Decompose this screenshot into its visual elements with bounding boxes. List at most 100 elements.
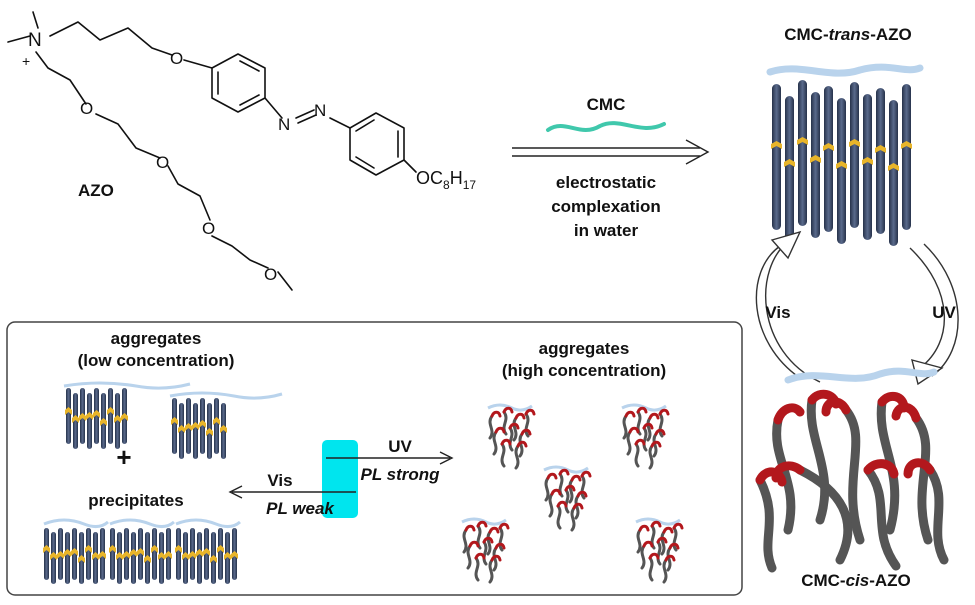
azo-rod — [117, 532, 122, 584]
cis-azo-tail — [648, 444, 654, 470]
cis-azo-head — [516, 440, 528, 448]
cis-azo-tail — [466, 544, 472, 570]
cis-azo-tail — [580, 474, 586, 500]
azo-linker — [130, 549, 137, 557]
cis-azo-tail — [622, 414, 628, 440]
azo-linker — [196, 549, 203, 557]
vis-curve — [765, 239, 821, 383]
azo-linker — [109, 545, 116, 553]
peg-oxygen-3: O — [202, 219, 215, 238]
azo-nitrogen-2: N — [314, 101, 326, 120]
azo-linker — [823, 143, 834, 151]
azo-rod — [72, 528, 77, 580]
vis-switch-label: Vis — [765, 303, 790, 322]
azo-rod — [44, 528, 49, 580]
cis-azo-head — [755, 467, 787, 487]
cis-azo-tail — [642, 426, 648, 452]
cmc-cloud — [461, 517, 507, 526]
butyl-chain — [49, 21, 173, 56]
cis-azo-tail — [672, 526, 678, 552]
cis-azo-head — [502, 406, 514, 414]
cis-azo-head — [636, 406, 648, 414]
azo-linker — [175, 545, 182, 553]
cis-azo-tail — [486, 530, 492, 556]
azo-linker — [158, 552, 165, 560]
azo-rod — [193, 403, 198, 459]
cis-azo-head — [524, 408, 536, 416]
cis-azo-head — [662, 526, 674, 534]
condition-line-1: electrostatic — [556, 173, 656, 192]
cis-azo-head — [572, 502, 584, 510]
cis-azo-head — [500, 438, 512, 446]
cis-azo-head — [672, 522, 684, 530]
cis-azo-tail — [556, 504, 562, 530]
azo-linker — [137, 548, 144, 556]
azo-linker — [862, 157, 873, 165]
cis-azo-tail — [462, 528, 468, 554]
azo-linker — [185, 423, 192, 431]
azo-rod — [65, 532, 70, 584]
azo-rod — [179, 403, 184, 459]
phenyl-ring-left — [211, 53, 266, 113]
azo-linker — [901, 141, 912, 149]
cis-azo-head — [482, 536, 494, 544]
vis-arrow-icon — [228, 485, 243, 499]
azo-linker — [836, 161, 847, 169]
cmc-cloud — [487, 403, 533, 412]
cis-azo-tail — [492, 546, 498, 572]
cis-azo-tail — [658, 412, 664, 438]
azo-linker — [784, 159, 795, 167]
azo-linker — [121, 413, 128, 421]
trans-rod-bundle — [771, 80, 912, 246]
cis-azo-head — [558, 468, 570, 476]
cis-azo-head — [664, 554, 676, 562]
cis-azo-tail — [512, 416, 518, 442]
cis-azo-head — [821, 397, 851, 417]
cis-azo-tail — [574, 494, 580, 520]
cmc-cloud-cis — [784, 367, 938, 384]
azo-linker — [182, 552, 189, 560]
plus-sign: + — [116, 442, 131, 472]
inset-vis-label: Vis — [267, 471, 292, 490]
cis-azo-tail — [911, 413, 933, 545]
azo-linker — [65, 407, 72, 415]
cis-azo-head — [546, 472, 558, 480]
cis-azo-tail — [482, 540, 488, 566]
cis-azo-tail — [568, 478, 574, 504]
azo-linker — [213, 417, 220, 425]
cis-azo-tail — [514, 444, 520, 470]
cis-azo-head — [650, 520, 662, 528]
azo-linker — [217, 545, 224, 553]
azo-linker — [71, 548, 78, 556]
azo-rod — [225, 532, 230, 584]
cis-azo-tail — [666, 546, 672, 572]
switch-highlight — [322, 440, 358, 518]
azo-linker — [797, 137, 808, 145]
azo-rod — [214, 398, 219, 454]
azo-atom-labels: N + O N N OC8H17 O O O O AZO — [22, 30, 476, 284]
cis-azo-head — [648, 412, 660, 420]
azo-linker — [92, 552, 99, 560]
azo-rod — [837, 98, 846, 244]
azo-linker — [57, 551, 64, 559]
azo-linker — [116, 552, 123, 560]
cis-azo-head — [628, 426, 640, 434]
azo-rod — [115, 393, 120, 449]
cis-azo-tail — [492, 430, 498, 456]
cis-azo-head — [464, 524, 476, 532]
cis-azo-tail — [648, 556, 654, 582]
photo-switch-cycle: Vis UV — [755, 230, 959, 386]
cis-azo-tail — [656, 540, 662, 566]
azo-linker — [78, 555, 85, 563]
cis-azo-head — [556, 500, 568, 508]
azo-rod — [131, 532, 136, 584]
azo-linker — [72, 415, 79, 423]
azo-rod — [94, 388, 99, 444]
high-concentration-aggregates — [461, 403, 684, 584]
ammonium-nitrogen: N — [28, 30, 42, 51]
cis-azo-tail — [626, 430, 632, 456]
precipitate-rods — [43, 518, 241, 584]
cis-azo-tail — [548, 492, 554, 518]
cis-azo-head — [642, 540, 654, 548]
